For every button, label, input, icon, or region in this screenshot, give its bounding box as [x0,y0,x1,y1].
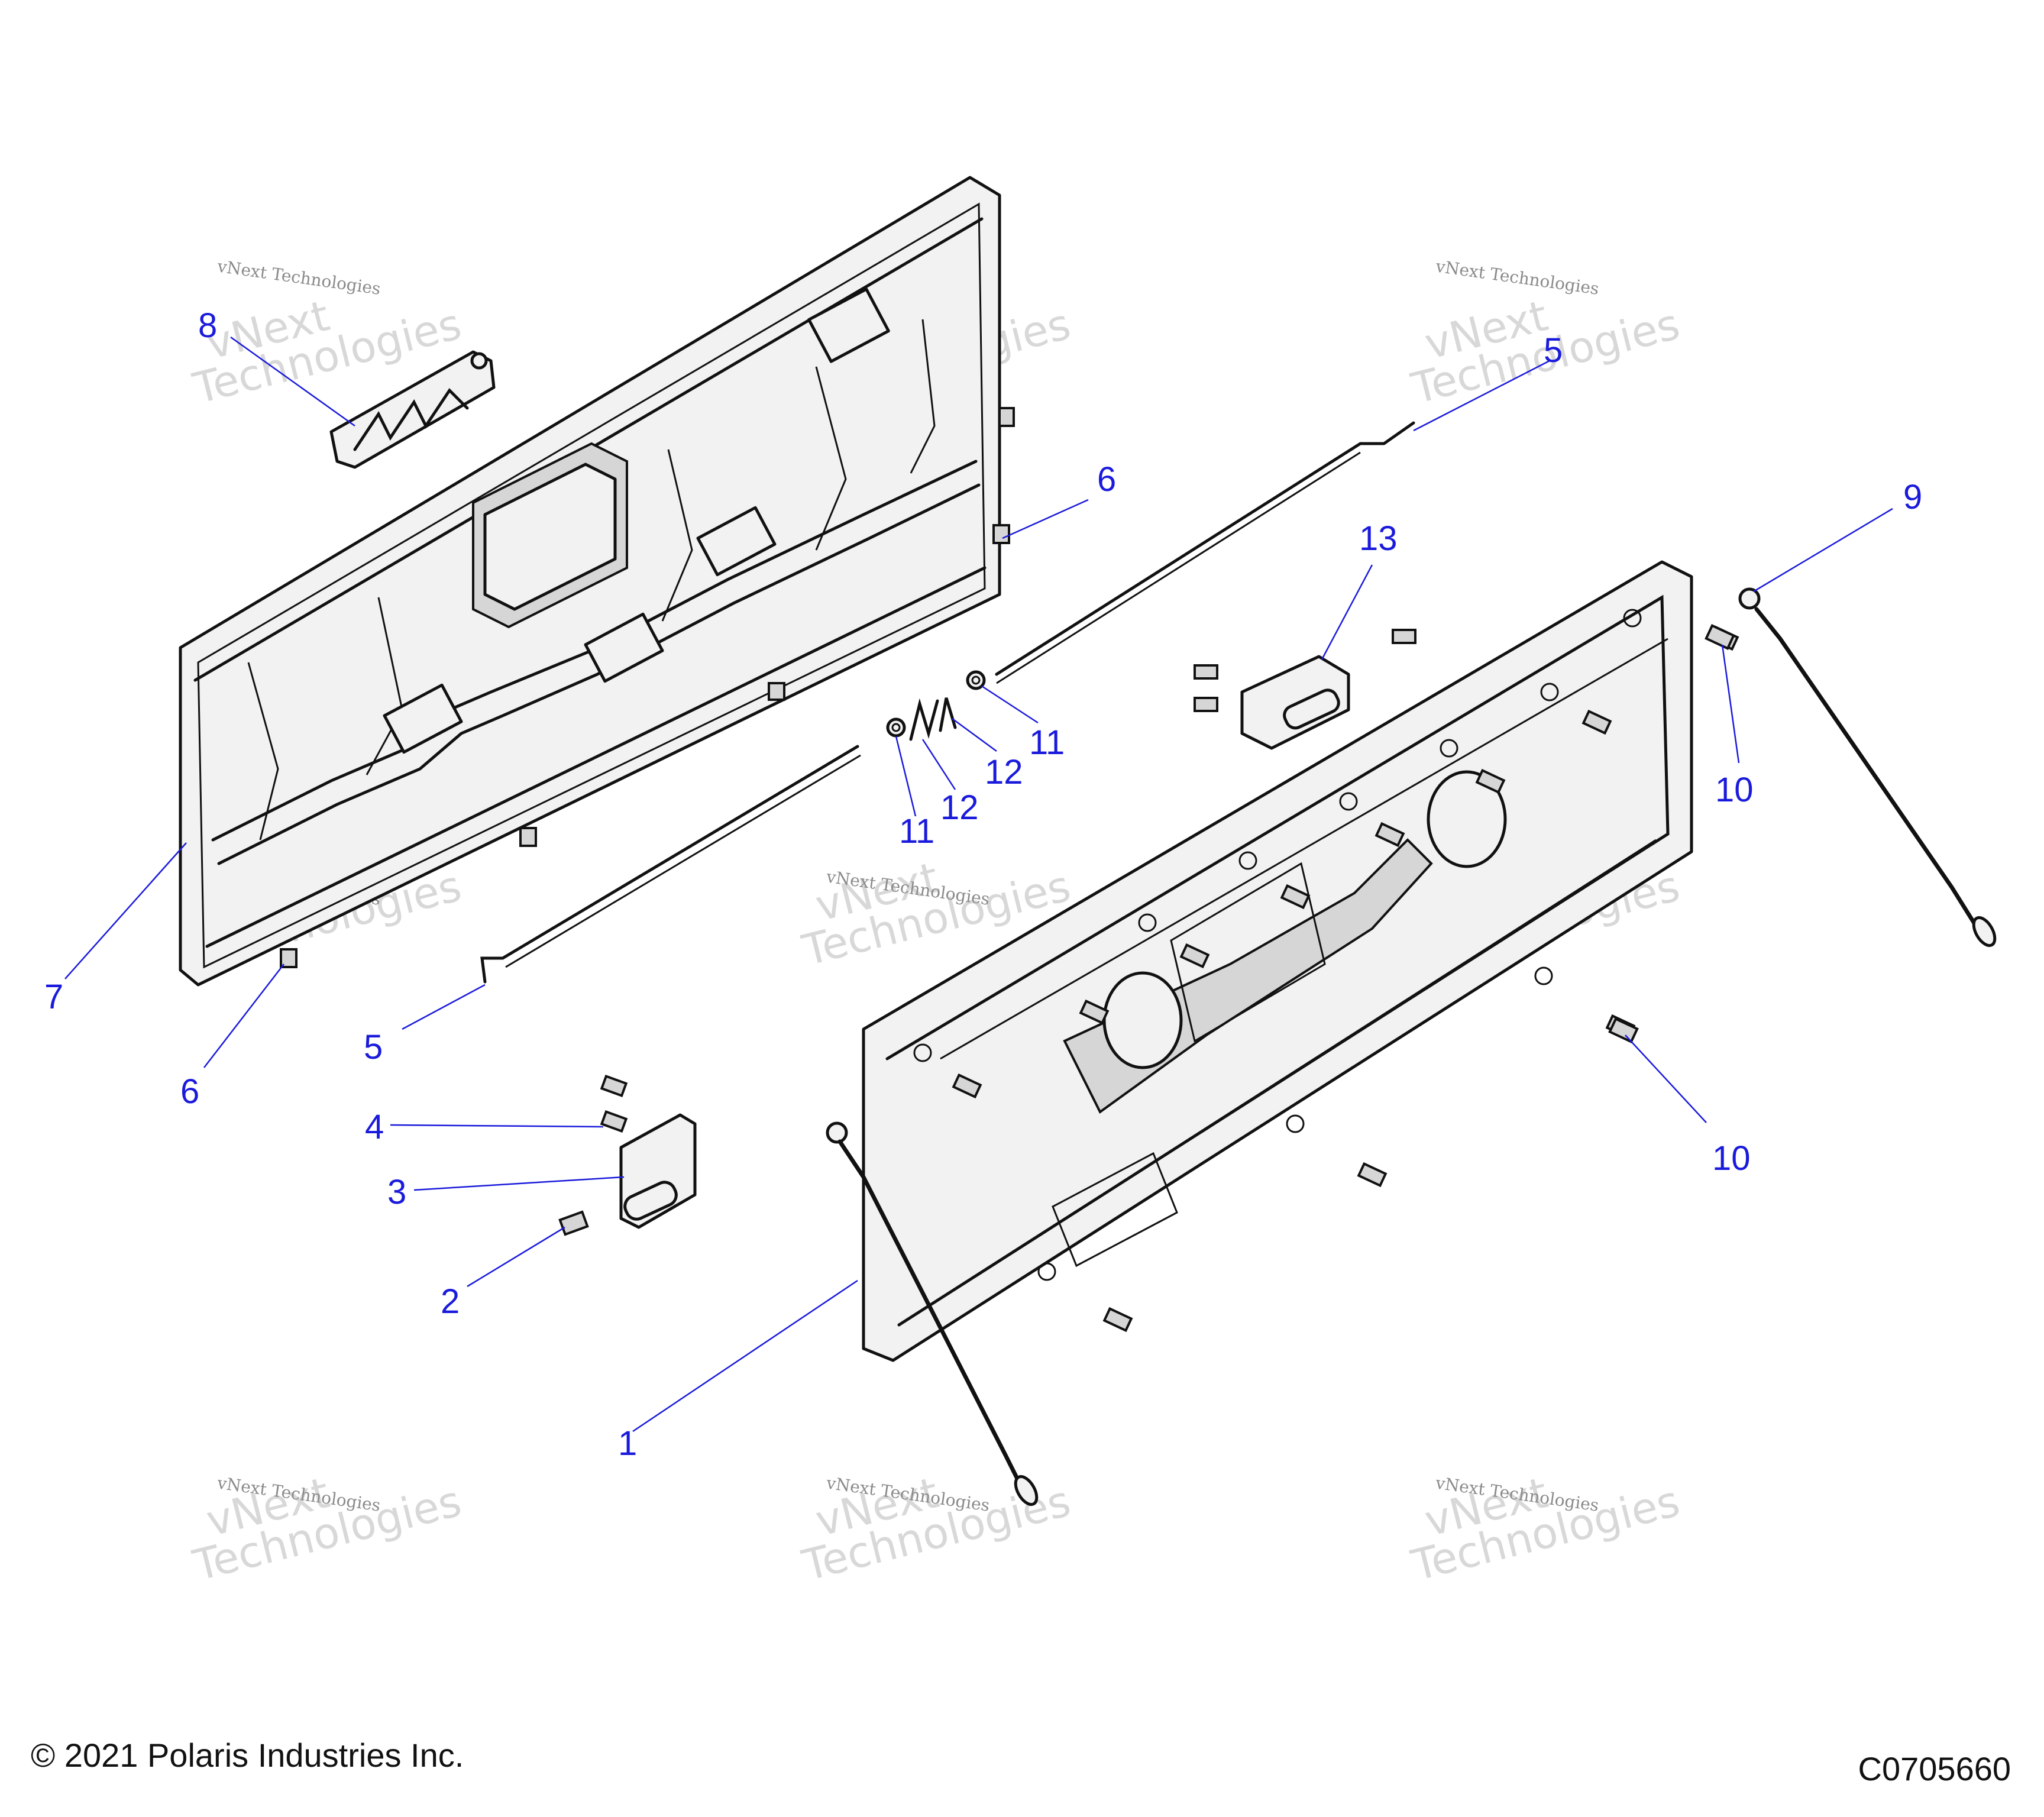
lower-hinge-part [558,1074,697,1236]
leader-6b [203,964,284,1068]
leader-4 [390,1124,604,1128]
callout-4: 4 [365,1108,384,1146]
leader-13 [1321,564,1373,660]
leader-2 [467,1226,565,1288]
svg-text:vNext Technologies: vNext Technologies [1434,256,1600,299]
leader-7 [64,842,187,979]
leader-1 [632,1279,858,1433]
callout-7: 7 [44,978,63,1016]
copyright-notice: © 2021 Polaris Industries Inc. [31,1737,464,1774]
callout-13: 13 [1359,519,1398,558]
callout-6a: 6 [1097,460,1116,499]
leader-12a [921,739,956,790]
outer-tailgate-panel-part [862,560,1739,1362]
callout-10b: 10 [1712,1139,1751,1178]
leader-11a [895,736,917,817]
cable-bolts-part [1608,624,1735,1043]
spring-assembly-part [886,670,986,741]
leader-5b [402,984,486,1030]
callout-labels: 1 2 3 4 5 5 6 6 7 8 9 10 10 11 11 12 12 … [44,306,1922,1463]
leader-11b [981,685,1039,724]
svg-text:vNext Technologies: vNext Technologies [216,256,382,299]
callout-3: 3 [387,1173,406,1211]
callout-11a: 11 [899,812,934,851]
callout-2: 2 [441,1282,460,1321]
callout-9: 9 [1903,478,1922,516]
watermark-bottom-left: vNext Technologies vNext Technologies [188,1467,466,1590]
callout-1: 1 [618,1424,637,1463]
tailgate-cable-part [1738,587,1997,948]
leader-9 [1753,507,1893,593]
leader-8 [230,336,355,427]
upper-latch-rod-part [995,421,1415,684]
callout-8: 8 [198,306,217,345]
leader-10b [1625,1034,1707,1123]
callout-12b: 12 [985,753,1023,791]
callout-11b: 11 [1029,723,1065,762]
latch-bracket-part [329,350,496,469]
leader-lines [64,336,1893,1433]
leader-10a [1721,644,1740,764]
callout-12a: 12 [940,788,979,827]
watermark-bottom-right: vNext Technologies vNext Technologies [1406,1467,1684,1590]
diagram-code: C0705660 [1858,1750,2011,1787]
upper-hinge-part [1194,629,1416,750]
leader-12b [952,717,997,752]
leader-6a [1002,499,1089,539]
callout-5b: 5 [364,1028,383,1066]
callout-5a: 5 [1544,331,1563,370]
leader-5a [1413,360,1550,432]
callout-6b: 6 [180,1072,199,1111]
leader-3 [413,1176,625,1191]
callout-10a: 10 [1715,771,1754,809]
lower-latch-rod-part [480,745,861,984]
inner-tailgate-frame-part [179,176,1015,987]
lower-tailgate-cable-part [826,1121,1039,1506]
